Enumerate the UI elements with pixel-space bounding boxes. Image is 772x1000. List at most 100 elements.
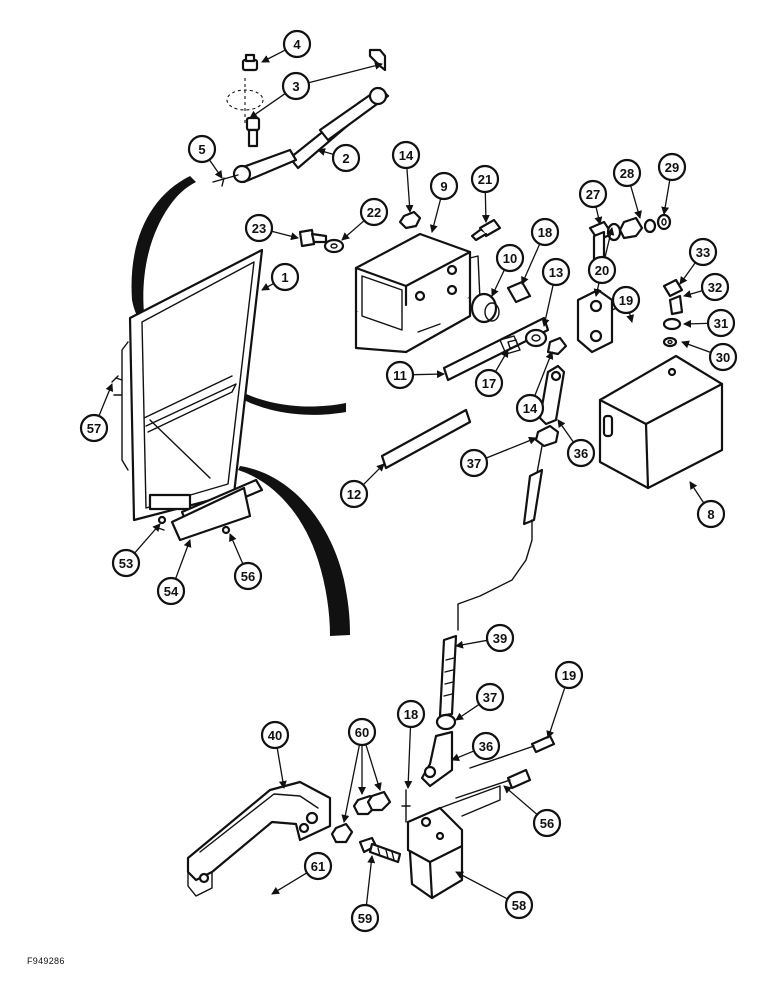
callout-number: 21 xyxy=(478,172,492,187)
callout-circle xyxy=(474,368,504,398)
callout-37: 37 xyxy=(459,448,489,478)
callout-23: 23 xyxy=(244,213,274,243)
callout-leader xyxy=(174,539,192,580)
callout-33: 33 xyxy=(688,237,718,267)
callout-36: 36 xyxy=(566,438,596,468)
callout-circle xyxy=(347,717,377,747)
callout-14: 14 xyxy=(391,140,421,170)
callout-17: 17 xyxy=(474,368,504,398)
bolt-59 xyxy=(358,836,402,864)
callout-leader xyxy=(271,230,299,241)
callout-number: 10 xyxy=(503,251,517,266)
callout-number: 37 xyxy=(483,690,497,705)
callout-leader xyxy=(491,269,506,297)
callout-22: 22 xyxy=(359,197,389,227)
callout-number: 9 xyxy=(440,179,447,194)
callout-number: 60 xyxy=(355,725,369,740)
lever-bracket xyxy=(406,785,501,900)
callout-11: 11 xyxy=(385,360,415,390)
callout-leader xyxy=(208,159,223,179)
callout-number: 13 xyxy=(549,265,563,280)
callout-leader xyxy=(521,243,541,285)
callout-number: 56 xyxy=(540,816,554,831)
callout-circle xyxy=(554,660,584,690)
callout-number: 18 xyxy=(404,707,418,722)
callout-leader xyxy=(308,61,383,84)
window-plate xyxy=(170,478,264,542)
callout-circle xyxy=(359,197,389,227)
callout-4: 4 xyxy=(282,29,312,59)
callout-leader xyxy=(494,349,509,373)
callout-leader xyxy=(365,744,382,791)
callout-40: 40 xyxy=(260,720,290,750)
callout-leader xyxy=(541,284,554,327)
callout-circle xyxy=(391,140,421,170)
callout-leader xyxy=(503,785,538,816)
callout-27: 27 xyxy=(578,179,608,209)
callout-number: 19 xyxy=(562,668,576,683)
callout-number: 30 xyxy=(716,350,730,365)
callout-leader xyxy=(229,533,244,565)
callout-circle xyxy=(700,272,730,302)
callout-56: 56 xyxy=(532,808,562,838)
strip-12 xyxy=(380,408,472,470)
callout-39: 39 xyxy=(485,623,515,653)
callout-circle xyxy=(303,851,333,881)
callout-number: 14 xyxy=(399,148,414,163)
callout-leader xyxy=(261,49,286,63)
callout-leader xyxy=(683,319,709,328)
callout-circle xyxy=(657,152,687,182)
callout-circle xyxy=(244,213,274,243)
callout-number: 32 xyxy=(708,280,722,295)
callout-number: 27 xyxy=(586,187,600,202)
callout-circle xyxy=(282,29,312,59)
callout-leader xyxy=(455,703,480,721)
callout-number: 39 xyxy=(493,631,507,646)
callout-circle xyxy=(429,171,459,201)
callout-56: 56 xyxy=(233,561,263,591)
callout-number: 19 xyxy=(619,293,633,308)
callout-leader xyxy=(534,351,554,397)
callout-circle xyxy=(156,576,186,606)
callout-leader xyxy=(604,227,615,258)
callout-leader xyxy=(134,523,161,554)
callout-19: 19 xyxy=(554,660,584,690)
callout-leader xyxy=(689,481,705,504)
callout-number: 18 xyxy=(538,225,552,240)
callout-32: 32 xyxy=(700,272,730,302)
linkage-rod xyxy=(457,519,533,631)
callout-circle xyxy=(350,903,380,933)
callout-leader xyxy=(546,687,566,739)
callout-59: 59 xyxy=(350,903,380,933)
callout-leader xyxy=(455,639,488,649)
callout-9: 9 xyxy=(429,171,459,201)
callout-leader xyxy=(679,262,696,285)
callout-leader xyxy=(661,179,671,215)
callout-leader xyxy=(451,750,475,762)
callout-30: 30 xyxy=(708,342,738,372)
callout-number: 12 xyxy=(347,487,361,502)
callout-circle xyxy=(504,890,534,920)
callout-58: 58 xyxy=(504,890,534,920)
callout-leader xyxy=(341,744,361,823)
callout-circle xyxy=(566,438,596,468)
callout-leader xyxy=(681,340,712,354)
callout-layer: 1234589101112131414171818191920212223272… xyxy=(79,29,738,933)
callout-circle xyxy=(515,393,545,423)
callout-54: 54 xyxy=(156,576,186,606)
callout-leader xyxy=(362,463,385,486)
callout-leader xyxy=(405,167,414,213)
bolts-19-56 xyxy=(455,734,556,799)
callout-21: 21 xyxy=(470,164,500,194)
callout-circle xyxy=(587,255,617,285)
figure-code: F949286 xyxy=(27,956,65,966)
callout-37: 37 xyxy=(475,682,505,712)
callout-number: 33 xyxy=(696,245,710,260)
callout-circle xyxy=(339,479,369,509)
callout-leader xyxy=(98,383,114,417)
callout-number: 22 xyxy=(367,205,381,220)
callout-number: 29 xyxy=(665,160,679,175)
callout-leader xyxy=(404,726,413,789)
callout-circle xyxy=(187,134,217,164)
